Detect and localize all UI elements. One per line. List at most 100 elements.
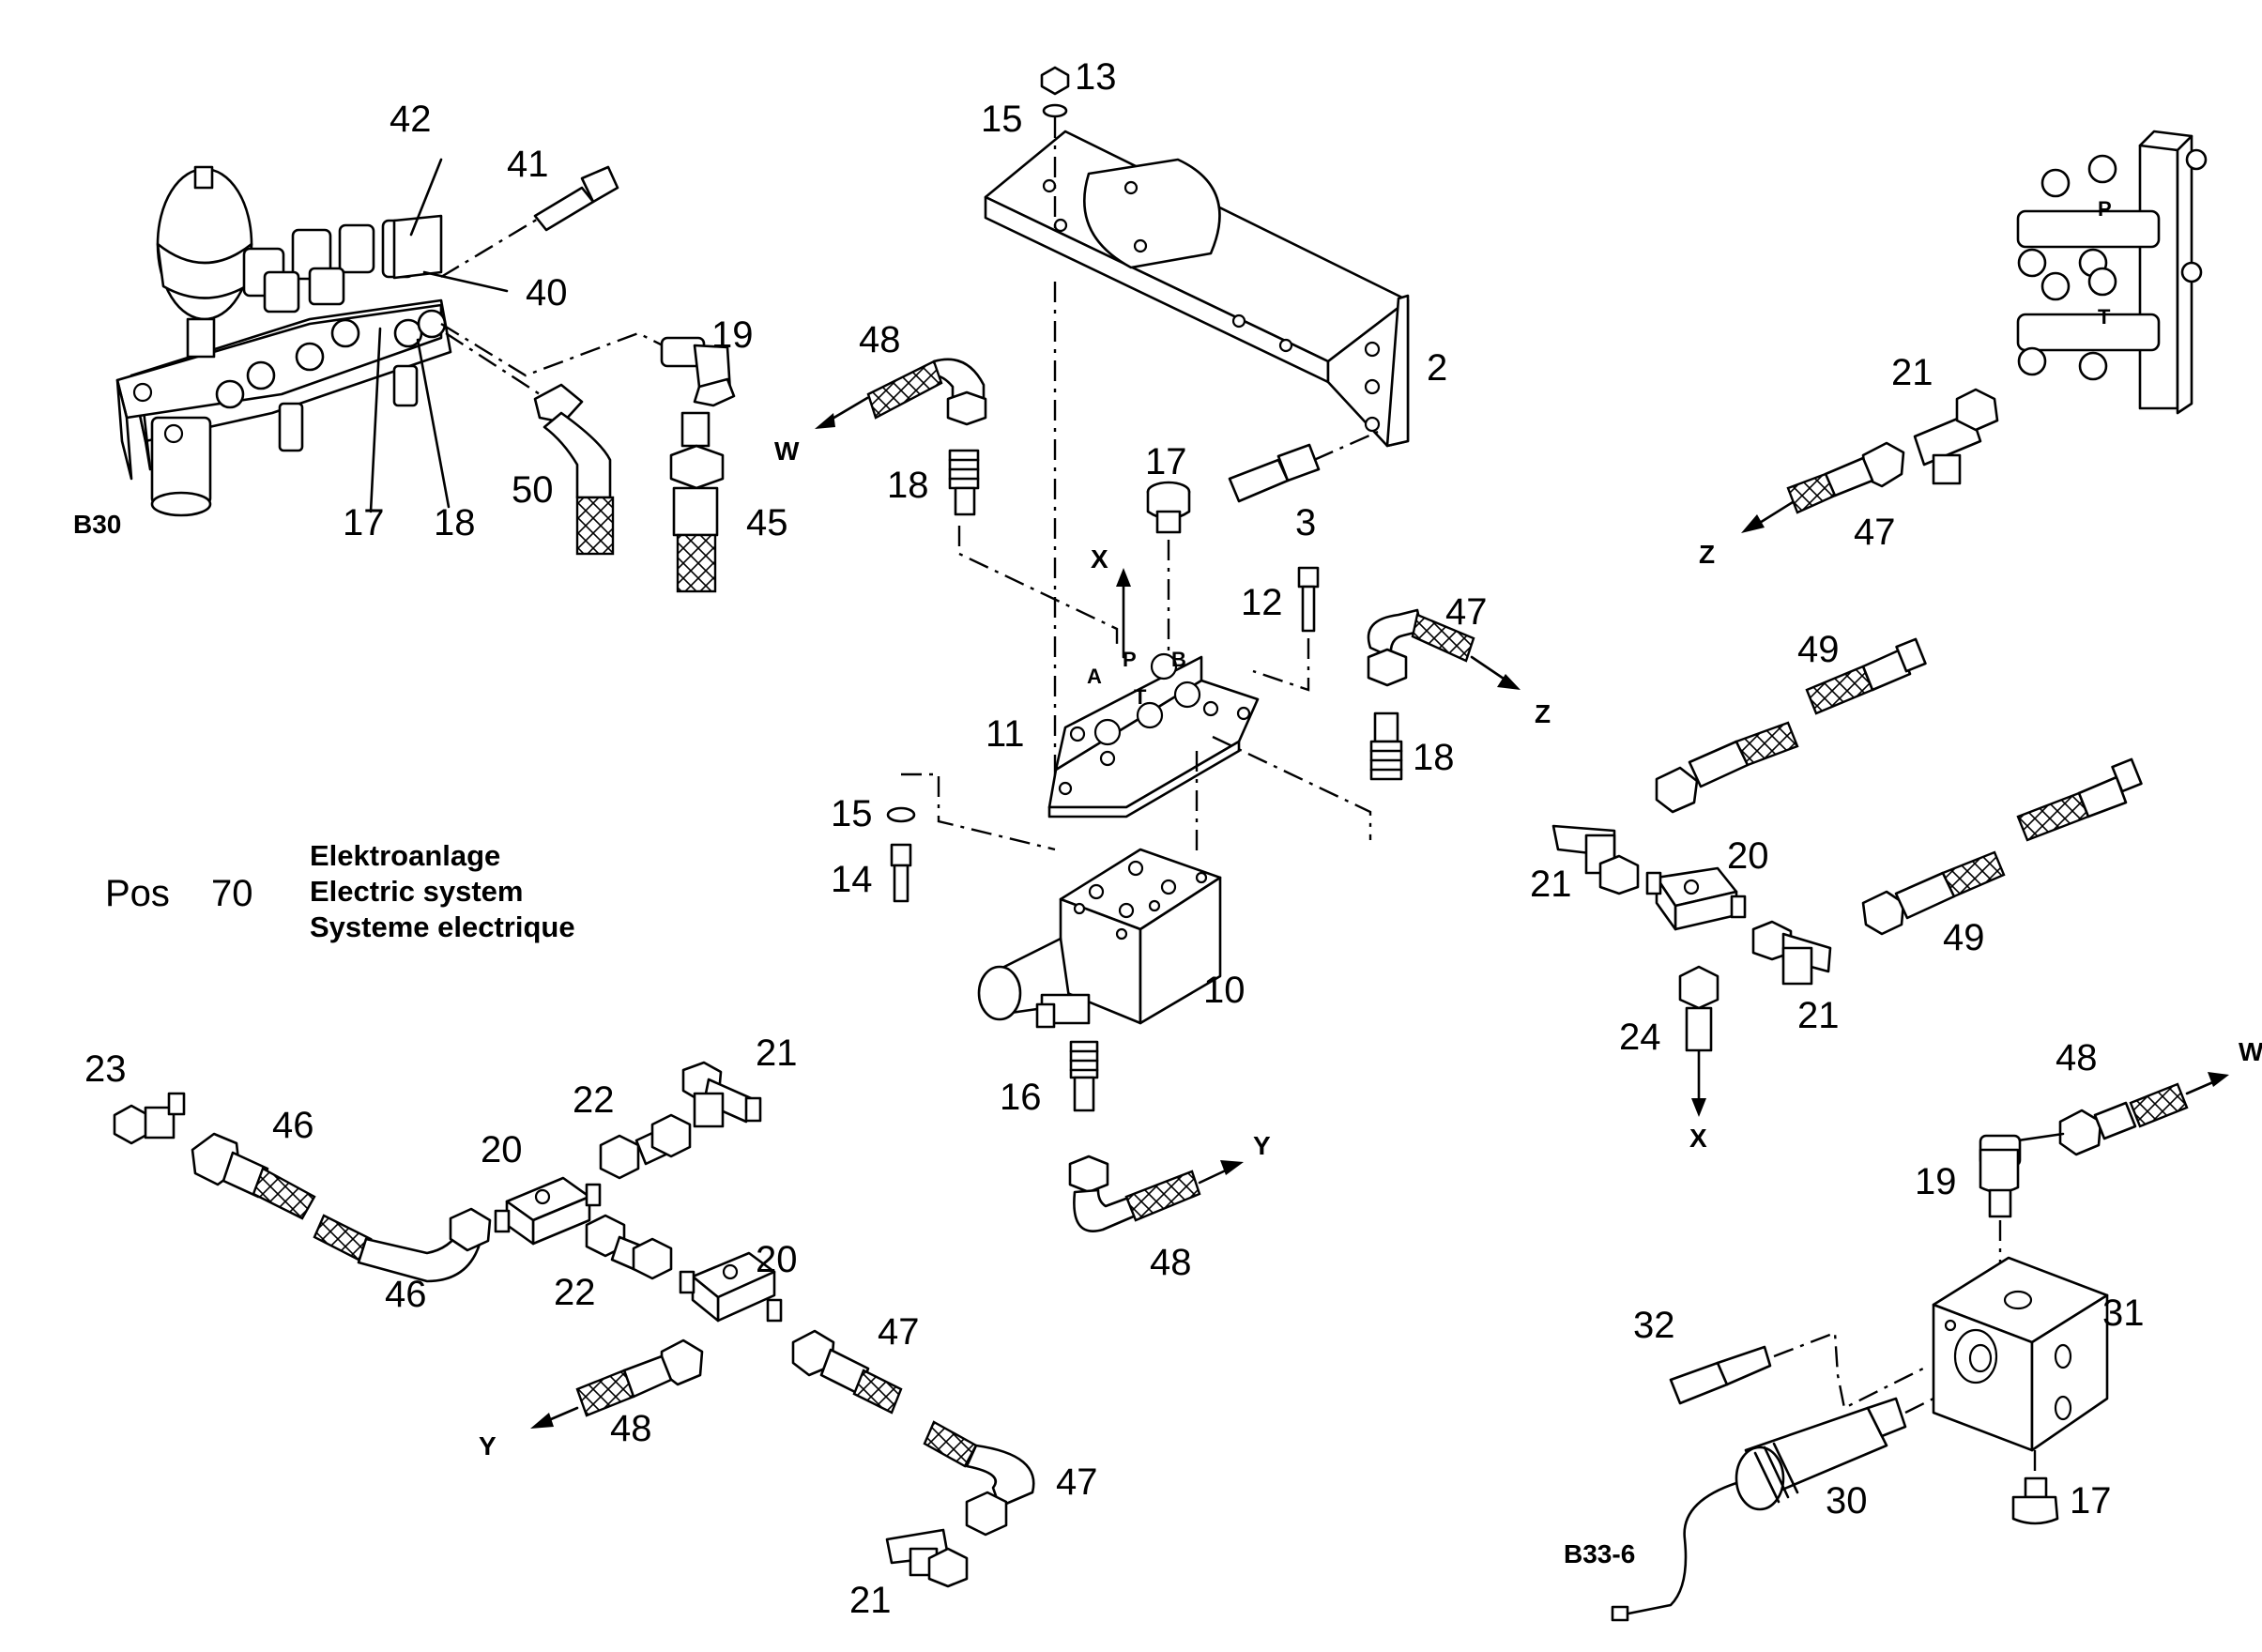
part-15-washer-top: [1042, 103, 1068, 118]
part-12-screw: [1297, 566, 1320, 633]
part-14-screw: [890, 843, 912, 903]
part-13-nut: [1040, 66, 1070, 96]
callout-48-top: 48: [859, 319, 901, 360]
callout-48-bottom-right: 48: [2056, 1037, 2098, 1078]
callout-21-right-a: 21: [1530, 864, 1572, 905]
flow-label-x-top: X: [1091, 544, 1108, 574]
callout-18-mid: 18: [1413, 737, 1455, 778]
callout-47-bottom-b: 47: [1056, 1461, 1098, 1503]
leader-19-48: [2016, 1132, 2065, 1142]
leader-42: [409, 158, 443, 237]
callout-41: 41: [507, 144, 549, 185]
dash-19: [440, 322, 667, 377]
pos-label: Pos: [105, 873, 170, 914]
part-21-tee-right-a: [1551, 824, 1640, 895]
callout-42: 42: [390, 99, 432, 140]
flow-label-w-right: W: [2239, 1037, 2262, 1066]
part-48-hose-bottom-left: [575, 1338, 704, 1417]
callout-21-bottom-a: 21: [756, 1032, 798, 1074]
part-30-sensor: [1735, 1397, 1907, 1511]
part-31-block: [1932, 1256, 2109, 1452]
flow-label-w-top: W: [774, 436, 800, 466]
part-41-screw: [533, 165, 619, 232]
flow-label-y-left: Y: [479, 1431, 497, 1461]
dash-50: [445, 331, 541, 396]
callout-19-bottom: 19: [1915, 1161, 1957, 1202]
arrow-x-right: X: [1689, 1049, 1707, 1153]
title-block: Pos 70 Elektroanlage Electric system Sys…: [105, 839, 575, 943]
part-11-port-plate: A P B T: [1047, 648, 1260, 818]
dash-18-top: [957, 526, 1119, 648]
callout-numbers: 13 15 42 41 40 19 48 2 17 18 50 45 17 18…: [84, 56, 2145, 1621]
port-label-t-manifold: T: [2098, 305, 2111, 329]
callout-21-top-right: 21: [1891, 352, 1933, 393]
callout-16: 16: [1000, 1077, 1042, 1118]
part-45-fitting: [669, 411, 725, 593]
leader-17-b30: [369, 327, 382, 513]
port-label-p-block: P: [1123, 648, 1137, 671]
callout-21-right-b: 21: [1797, 995, 1840, 1036]
part-21-tee-right-b: [1751, 920, 1832, 986]
part-21-tee-bottom-b: [885, 1528, 969, 1588]
callout-11: 11: [986, 713, 1025, 755]
part-32-screw: [1669, 1345, 1772, 1405]
port-label-b: B: [1171, 648, 1186, 671]
callout-49-upper: 49: [1797, 629, 1840, 670]
callout-20-left: 20: [481, 1129, 523, 1170]
arrow-y-mid: Y: [1198, 1131, 1271, 1185]
part-47-hose-top-right: [1786, 441, 1905, 514]
flow-label-z-mid: Z: [1535, 699, 1551, 728]
pt-manifold-assembly: P T: [2016, 130, 2208, 415]
dash-14-15: [901, 772, 1056, 851]
pos-number: 70: [211, 873, 253, 914]
part-48-hose-bottom-right: [2058, 1082, 2189, 1156]
callout-14: 14: [831, 859, 873, 900]
arrow-w-right: W: [2185, 1037, 2262, 1095]
part-20-block-center: [679, 1251, 783, 1323]
part-46-hose-a: [191, 1132, 316, 1220]
callout-17-bottom: 17: [2070, 1480, 2112, 1522]
dash-12: [1252, 638, 1310, 692]
part-47-hose-bottom-b: [923, 1420, 1035, 1537]
title-english: Electric system: [310, 875, 523, 908]
callout-15-top: 15: [981, 99, 1023, 140]
sensor-cable-end: [1611, 1605, 1629, 1622]
part-46-hose-b: [313, 1207, 492, 1283]
b30-valve-block-assembly: B30: [73, 165, 452, 539]
flow-label-x-right: X: [1689, 1124, 1707, 1153]
callout-31: 31: [2102, 1293, 2145, 1334]
callout-20-right: 20: [1727, 835, 1769, 877]
port-label-t-block: T: [1134, 685, 1147, 709]
dash-41: [440, 216, 541, 279]
callout-50: 50: [512, 469, 554, 511]
part-22-fitting-a: [599, 1113, 692, 1180]
part-50-hose: [533, 383, 615, 556]
callout-46-a: 46: [272, 1105, 314, 1146]
callout-17-b30: 17: [343, 502, 385, 543]
flow-label-y-mid: Y: [1253, 1131, 1271, 1160]
b33-6-label: B33-6: [1564, 1539, 1635, 1568]
callout-15-mid: 15: [831, 793, 873, 834]
callout-10: 10: [1203, 970, 1246, 1011]
callout-46-b: 46: [385, 1274, 427, 1315]
part-18-nipple-mid: [1369, 711, 1403, 781]
part-20-block-right: [1645, 866, 1747, 931]
dash-3: [1313, 430, 1379, 462]
dash-30-31: [1904, 1397, 1934, 1415]
callout-19-top: 19: [711, 314, 754, 356]
callout-20-center: 20: [756, 1239, 798, 1280]
port-label-p-manifold: P: [2098, 197, 2112, 221]
arrow-w-top: W: [774, 396, 869, 466]
part-48-hose-top: [866, 358, 987, 426]
part-18-nipple-top: [948, 449, 980, 516]
part-15-washer-mid: [886, 806, 916, 823]
part-47-hose-mid: Z: [1367, 608, 1551, 728]
dash-11-18: [1212, 735, 1372, 840]
b30-label: B30: [73, 510, 121, 539]
leader-40: [422, 270, 509, 293]
callout-17-top: 17: [1145, 441, 1187, 482]
title-french: Systeme electrique: [310, 910, 575, 943]
part-22-fitting-b: [585, 1214, 673, 1280]
callout-21-bottom-b: 21: [849, 1580, 892, 1621]
